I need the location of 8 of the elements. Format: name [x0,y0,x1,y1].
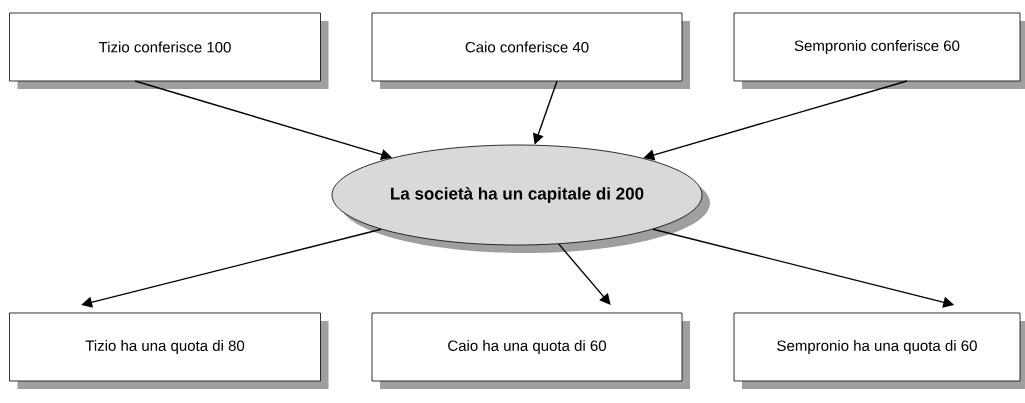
text-box: Sempronio ha una quota di 60 [733,312,1025,389]
text-box: Sempronio conferisce 60 [733,12,1025,89]
text-box: Caio conferisce 40 [371,12,690,89]
text-box: Tizio conferisce 100 [9,12,329,89]
arrow [558,243,611,305]
text-box: Caio ha una quota di 60 [371,312,690,389]
text-box: Tizio ha una quota di 80 [9,312,329,389]
arrow [81,228,382,308]
